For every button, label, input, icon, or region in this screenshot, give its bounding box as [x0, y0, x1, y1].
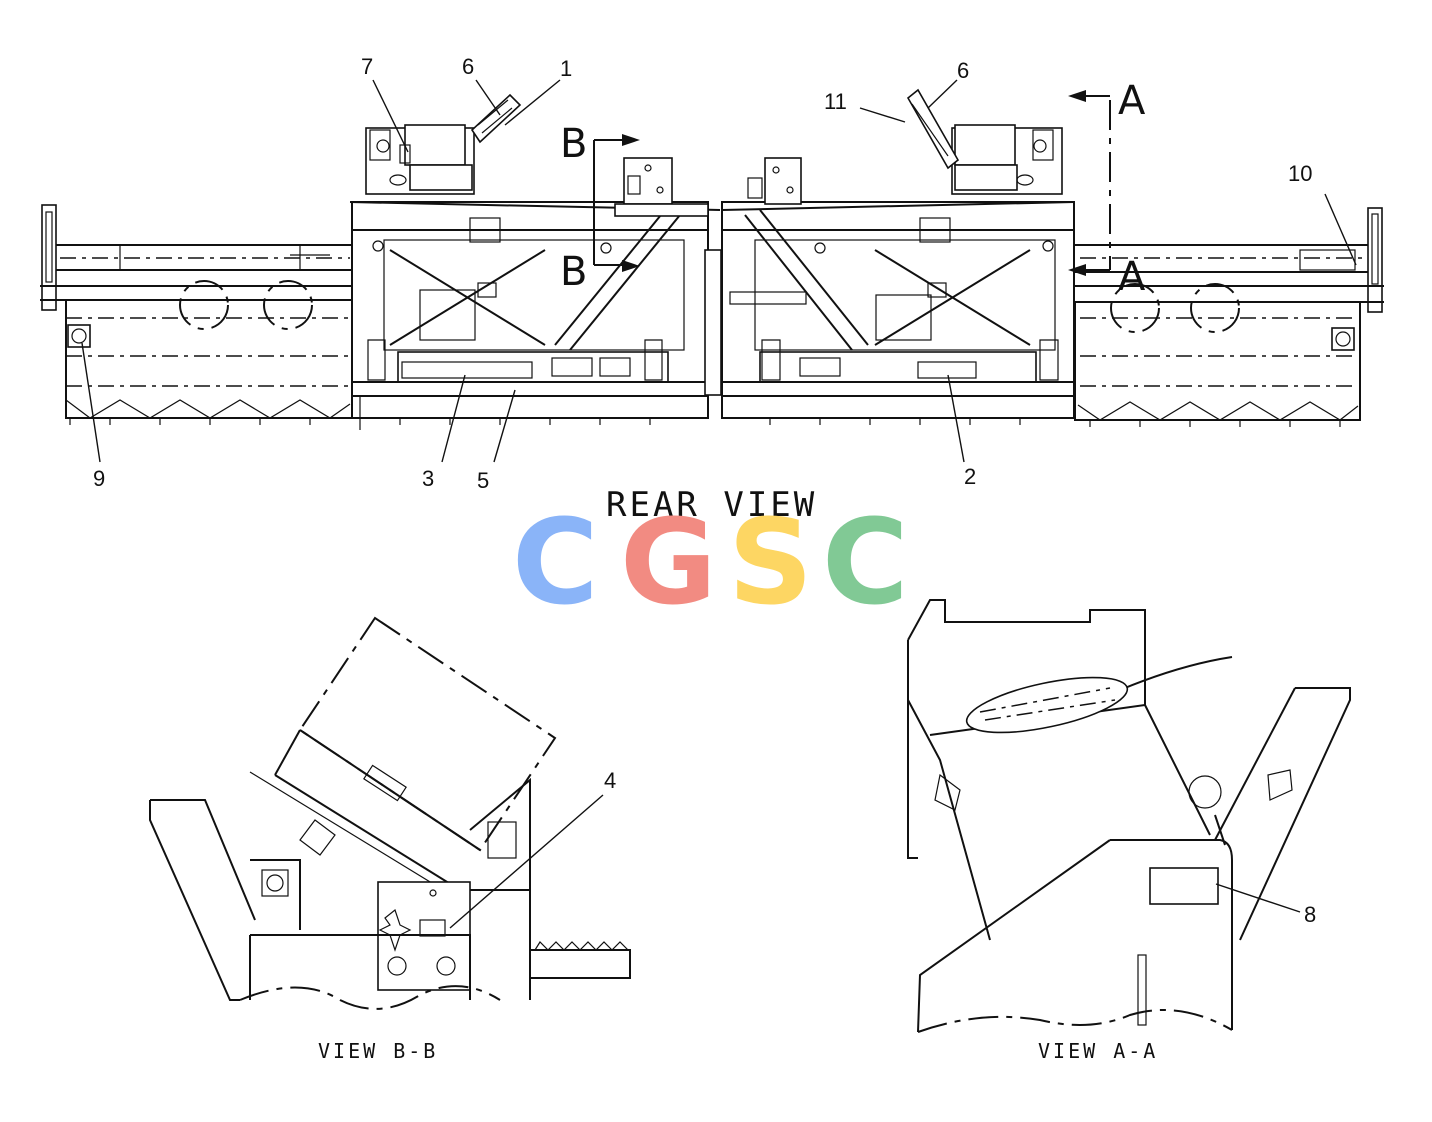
callout-2: 2 [964, 464, 976, 489]
view-bb-title: VIEW B-B [318, 1039, 438, 1063]
callout-3: 3 [422, 466, 434, 491]
watermark-letter-g: G [620, 493, 717, 631]
section-mark-b-top: B [560, 121, 587, 167]
bb-bracket [614, 157, 802, 217]
callout-4: 4 [604, 768, 616, 793]
leader-lines-rear [81, 79, 1357, 463]
section-line-bb [593, 134, 640, 272]
callout-11: 11 [824, 89, 847, 114]
center-post [704, 249, 722, 396]
watermark-letter-s: S [728, 493, 813, 631]
view-bb-drawing [149, 616, 631, 1010]
section-mark-a-top: A [1118, 78, 1146, 124]
left-control-station [349, 93, 721, 211]
callout-10: 10 [1288, 161, 1312, 186]
callout-9: 9 [93, 466, 105, 491]
right-extension [1074, 207, 1384, 427]
watermark-logo: C G S C [512, 493, 909, 631]
rear-view-drawing: B B A A [40, 78, 1384, 463]
callout-8: 8 [1304, 902, 1316, 927]
view-aa-drawing [907, 599, 1351, 1033]
watermark-letter-c2: C [822, 493, 909, 631]
watermark-letter-c1: C [512, 493, 599, 631]
center-right-frame [721, 201, 1075, 425]
callout-1: 1 [560, 56, 572, 81]
section-mark-a-bottom: A [1118, 254, 1146, 300]
left-extension [40, 204, 353, 425]
section-mark-b-bottom: B [560, 249, 587, 295]
view-aa-title: VIEW A-A [1038, 1039, 1158, 1063]
callout-7: 7 [361, 54, 373, 79]
section-line-aa [1068, 90, 1111, 276]
right-control-station [721, 88, 1075, 211]
callout-5: 5 [477, 468, 489, 493]
center-left-frame [351, 201, 709, 430]
callout-6-left: 6 [462, 54, 474, 79]
rear-view-title: REAR VIEW [606, 485, 817, 525]
callout-6-right: 6 [957, 58, 969, 83]
